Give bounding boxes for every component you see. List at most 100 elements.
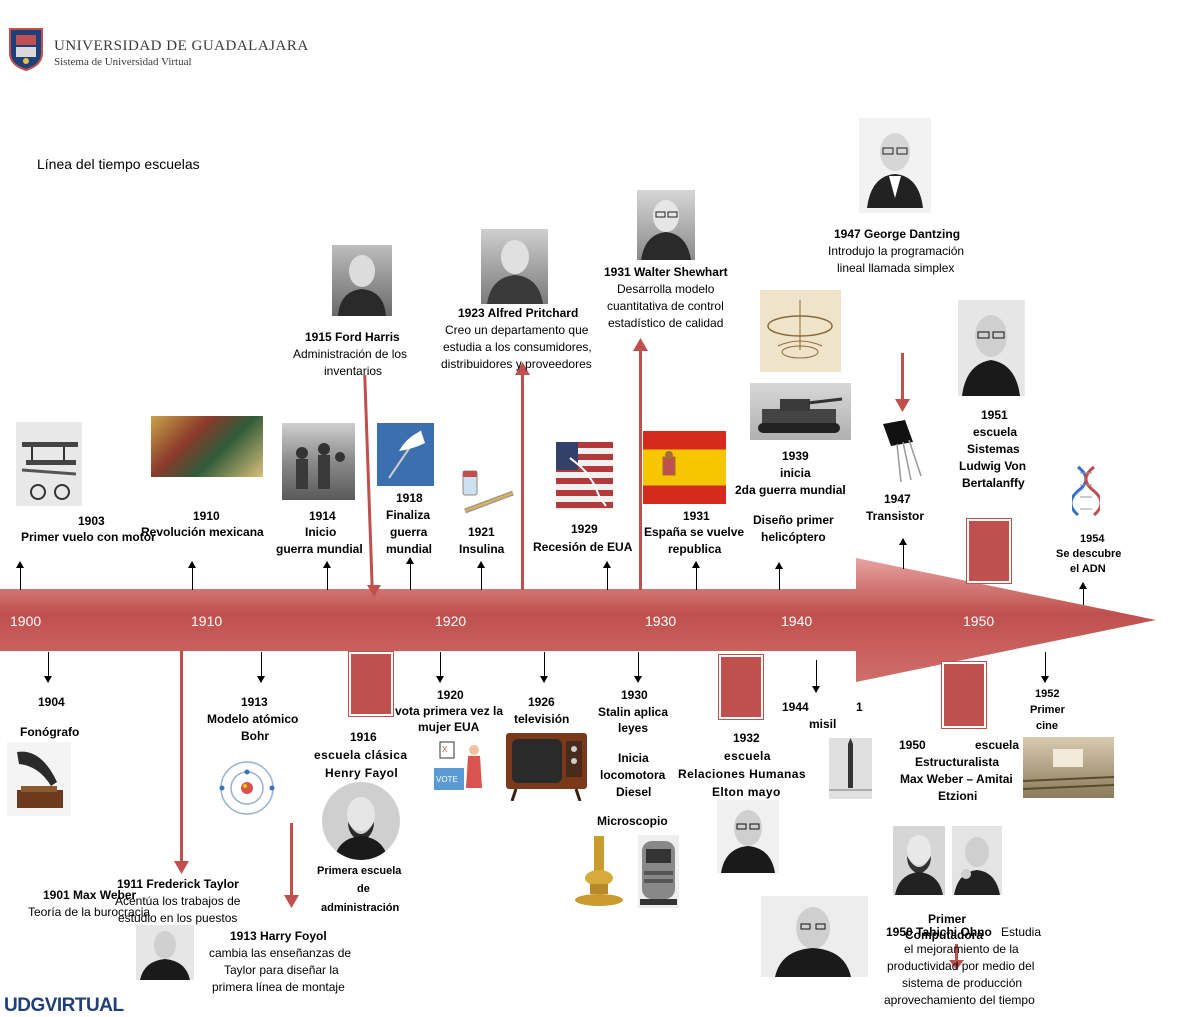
event-1913-l2: Bohr bbox=[241, 729, 269, 743]
university-name: UNIVERSIDAD DE GUADALAJARA bbox=[54, 38, 309, 54]
tick-1926 bbox=[540, 652, 548, 683]
connector-pritchard-head bbox=[515, 362, 530, 375]
event-1944-text: misil bbox=[809, 717, 837, 731]
axis-year-1920: 1920 bbox=[435, 613, 467, 629]
tick-1918 bbox=[406, 557, 414, 590]
white-flag-image bbox=[377, 423, 434, 486]
event-1921-text: Insulina bbox=[459, 542, 505, 556]
event-1939-year: 1939 bbox=[782, 449, 809, 463]
amitai-etzioni-portrait bbox=[952, 826, 1002, 895]
event-1950-l2: Estructuralista bbox=[915, 755, 1000, 769]
event-1944-year: 1944 bbox=[782, 700, 809, 714]
event-1944-num: 1 bbox=[856, 700, 863, 714]
dantzing-name: 1947 George Dantzing bbox=[834, 227, 961, 241]
event-1926-text: televisión bbox=[514, 712, 570, 726]
event-1903-year: 1903 bbox=[78, 514, 105, 528]
tick-1954 bbox=[1079, 582, 1087, 605]
tick-1947 bbox=[899, 538, 907, 569]
event-1947-year: 1947 bbox=[884, 492, 911, 506]
ford-harris-portrait bbox=[332, 245, 392, 316]
connector-dantzing bbox=[901, 353, 904, 403]
ludwig-von-bertalanffy-portrait bbox=[958, 300, 1025, 396]
helicopter-l2: helicóptero bbox=[761, 530, 826, 544]
locomotive-l2: locomotora bbox=[600, 768, 666, 782]
foyol-l2: Taylor para diseñar la bbox=[224, 963, 339, 977]
foyol-l1: cambia las enseñanzas de bbox=[209, 946, 352, 960]
event-1954-l2: el ADN bbox=[1070, 563, 1106, 575]
connector-foyol-head bbox=[284, 895, 299, 908]
pritchard-l2: estudia a los consumidores, bbox=[443, 340, 592, 354]
tick-1920 bbox=[436, 652, 444, 683]
bertalanffy-l4: Bertalanffy bbox=[962, 476, 1025, 490]
foyol-l3: primera línea de montaje bbox=[212, 980, 345, 994]
dantzing-l1: Introdujo la programación bbox=[828, 244, 965, 258]
connector-foyol bbox=[290, 823, 293, 898]
us-recession-image bbox=[556, 442, 613, 510]
event-1914-l2: guerra mundial bbox=[276, 542, 363, 556]
event-1913-l1: Modelo atómico bbox=[207, 712, 299, 726]
computer-l2: Computadora bbox=[905, 928, 983, 942]
axis-year-1950: 1950 bbox=[963, 613, 995, 629]
event-1930-l1: Stalin aplica bbox=[598, 705, 669, 719]
timeline-arrow bbox=[0, 558, 1156, 682]
computer-l1: Primer bbox=[928, 912, 967, 926]
tick-1910 bbox=[188, 561, 196, 590]
bertalanffy-l1: escuela bbox=[973, 425, 1018, 439]
event-1932-year: 1932 bbox=[733, 731, 760, 745]
diesel-locomotive-image bbox=[638, 835, 679, 908]
event-1952-l2: cine bbox=[1036, 720, 1059, 732]
event-1916-l2: Henry Fayol bbox=[325, 766, 399, 780]
event-1929-text: Recesión de EUA bbox=[533, 540, 633, 554]
axis-year-1940: 1940 bbox=[781, 613, 813, 629]
connector-shewhart bbox=[639, 348, 642, 590]
event-1931-year: 1931 bbox=[683, 509, 710, 523]
ohno-l1: el mejoramiento de la bbox=[904, 942, 1019, 956]
locomotive-l1: Inicia bbox=[618, 751, 649, 765]
event-1918-l3: mundial bbox=[386, 542, 433, 556]
event-1947-text: Transistor bbox=[866, 509, 925, 523]
udg-virtual-footer-logo: UDGVIRTUAL bbox=[4, 995, 124, 1016]
event-1921-year: 1921 bbox=[468, 525, 495, 539]
transistor-image bbox=[875, 416, 928, 488]
harris-l2: inventarios bbox=[324, 364, 383, 378]
connector-harris-head bbox=[367, 585, 381, 597]
bertalanffy-l2: Sistemas bbox=[967, 442, 1020, 456]
ohno-name: 1950 Tahichi Ohno bbox=[886, 925, 992, 939]
george-dantzing-portrait bbox=[859, 118, 931, 213]
pritchard-name: 1923 Alfred Pritchard bbox=[458, 306, 579, 320]
connector-ohno bbox=[955, 944, 958, 962]
connector-pritchard bbox=[521, 372, 524, 590]
fayol-l1: Primera escuela bbox=[317, 865, 402, 877]
event-1918-l2: guerra bbox=[390, 525, 428, 539]
tick-1903 bbox=[16, 561, 24, 590]
tick-1930 bbox=[634, 652, 642, 683]
event-1931-l2: republica bbox=[668, 542, 722, 556]
tahichi-ohno-portrait bbox=[761, 896, 868, 977]
mexican-revolution-image bbox=[151, 416, 263, 477]
alfred-pritchard-portrait bbox=[481, 229, 548, 304]
event-1914-l1: Inicio bbox=[305, 525, 337, 539]
insulin-syringe-image bbox=[457, 467, 517, 519]
tank-image bbox=[750, 383, 851, 440]
taylor-l1: Acentúa los trabajos de bbox=[115, 894, 241, 908]
phonograph-image bbox=[7, 742, 71, 816]
walter-shewhart-portrait bbox=[637, 190, 695, 260]
missile-image bbox=[829, 738, 872, 799]
taylor-name: 1911 Frederick Taylor bbox=[117, 877, 239, 891]
dna-icon bbox=[1072, 465, 1100, 517]
tick-1929 bbox=[603, 561, 611, 590]
event-1920-l1: vota primera vez la bbox=[395, 704, 504, 718]
pritchard-l3: distribuidores y proveedores bbox=[441, 357, 592, 371]
event-1939-l1: inicia bbox=[780, 466, 811, 480]
ohno-l2: productividad por medio del bbox=[887, 959, 1035, 973]
system-name: Sistema de Universidad Virtual bbox=[54, 56, 192, 68]
event-1904-text: Fonógrafo bbox=[20, 725, 80, 739]
event-1954-l1: Se descubre bbox=[1056, 548, 1122, 560]
weber-name: 1901 Max Weber bbox=[43, 888, 137, 902]
bertalanffy-year: 1951 bbox=[981, 408, 1008, 422]
event-1920-year: 1920 bbox=[437, 688, 464, 702]
bertalanffy-l3: Ludwig Von bbox=[959, 459, 1027, 473]
udg-seal-logo bbox=[8, 27, 44, 72]
connector-shewhart-head bbox=[633, 338, 648, 351]
school-marker-1951 bbox=[967, 519, 1011, 583]
